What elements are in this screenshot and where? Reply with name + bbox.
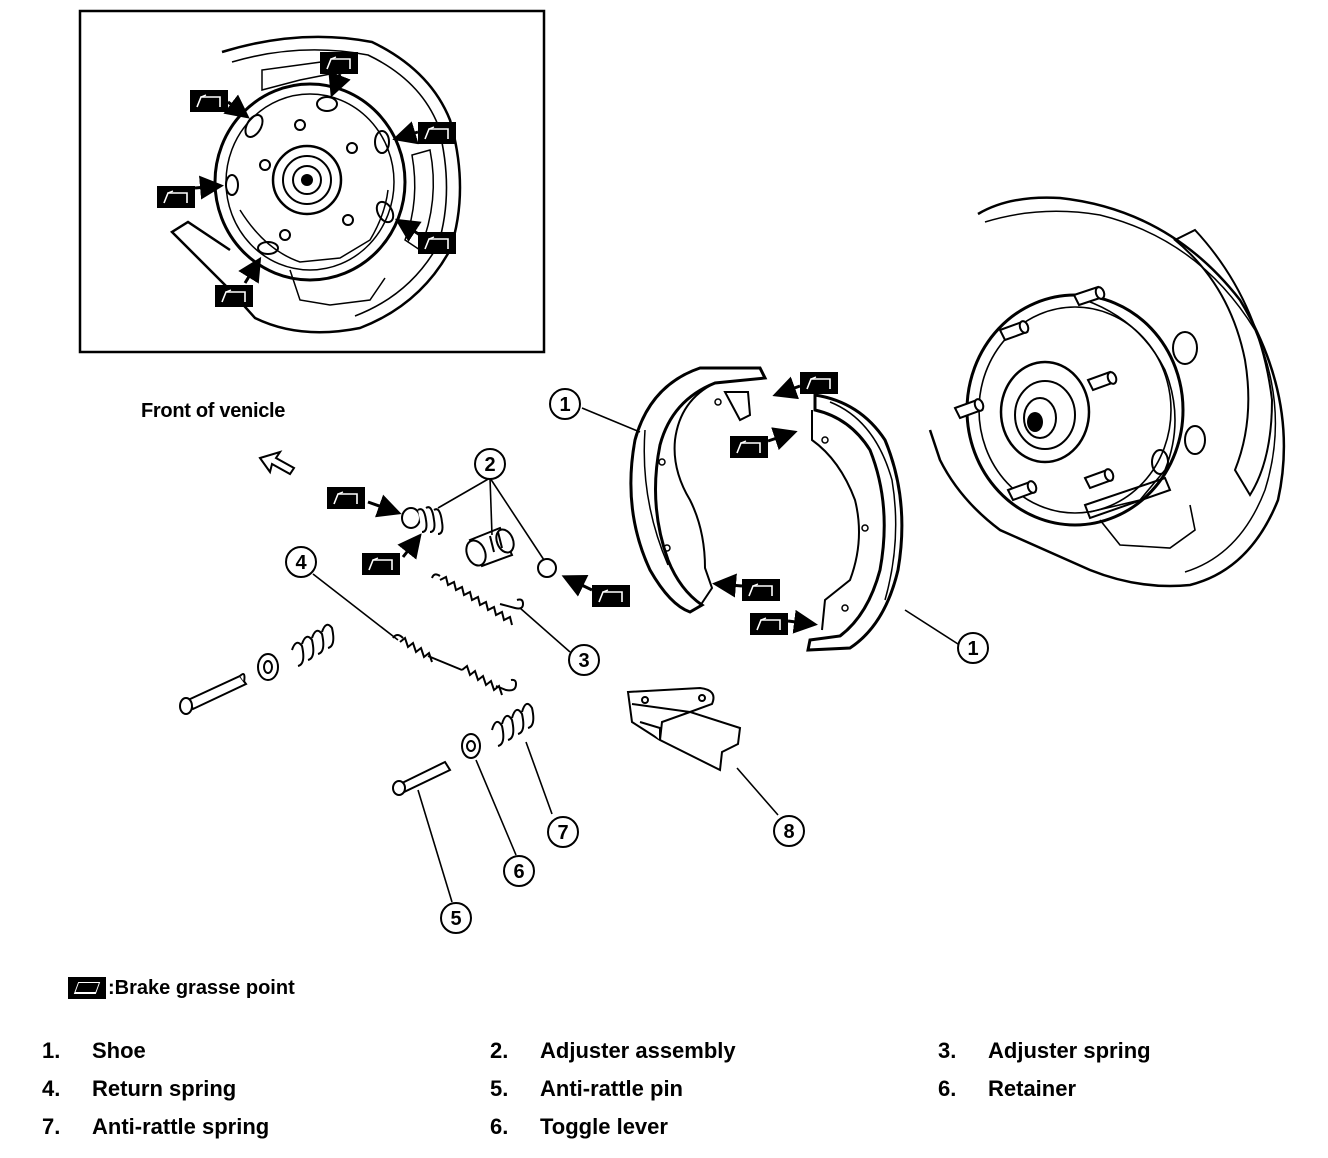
inset-backing-plate-view <box>78 9 546 354</box>
brake-grease-point-icon <box>189 89 229 113</box>
svg-text:8: 8 <box>783 821 794 843</box>
svg-text:3: 3 <box>578 650 589 672</box>
brake-shoe-right <box>806 393 904 652</box>
svg-text:6: 6 <box>513 861 524 883</box>
brake-grease-point-icon <box>156 185 196 209</box>
callout-4: 4 <box>285 546 317 578</box>
callout-3: 3 <box>568 644 600 676</box>
retainer <box>461 733 481 759</box>
anti-rattle-spring <box>491 702 535 747</box>
brake-grease-point-icon <box>319 51 359 75</box>
brake-grease-point-icon <box>729 435 769 459</box>
svg-text:2: 2 <box>484 454 495 476</box>
leader-lines <box>312 407 959 903</box>
brake-grease-point-icon <box>417 121 457 145</box>
backing-plate-hub <box>928 196 1286 588</box>
anti-rattle-set-upper <box>179 623 335 715</box>
callout-1-upper: 1 <box>549 388 581 420</box>
callout-5: 5 <box>440 902 472 934</box>
toggle-lever <box>626 686 742 772</box>
front-of-vehicle-label: Front of venicle <box>141 400 286 422</box>
brake-grease-point-icon <box>799 371 839 395</box>
svg-text:4: 4 <box>295 552 307 574</box>
callout-1-lower: 1 <box>957 632 989 664</box>
callout-7: 7 <box>547 816 579 848</box>
brake-grease-point-icon <box>68 977 106 999</box>
grease-legend: :Brake grasse point <box>68 976 295 1000</box>
callout-2: 2 <box>474 448 506 480</box>
brake-grease-point-icon <box>741 578 781 602</box>
grease-legend-text: :Brake grasse point <box>108 976 295 999</box>
svg-text:1: 1 <box>967 638 978 660</box>
svg-text:1: 1 <box>559 394 570 416</box>
brake-grease-point-icon <box>591 584 631 608</box>
brake-shoe-left <box>629 366 768 614</box>
svg-text:7: 7 <box>557 822 568 844</box>
brake-grease-point-icon <box>749 612 789 636</box>
adjuster-spring <box>431 573 525 626</box>
brake-grease-point-icon <box>417 231 457 255</box>
brake-grease-point-icon <box>361 552 401 576</box>
return-spring <box>392 634 518 696</box>
adjuster-assembly <box>401 506 557 578</box>
brake-grease-point-icon <box>326 486 366 510</box>
anti-rattle-pin <box>392 760 452 796</box>
front-direction-arrow-icon <box>258 450 296 476</box>
callout-6: 6 <box>503 855 535 887</box>
callout-8: 8 <box>773 815 805 847</box>
brake-grease-point-icon <box>214 284 254 308</box>
svg-text:5: 5 <box>450 908 461 930</box>
